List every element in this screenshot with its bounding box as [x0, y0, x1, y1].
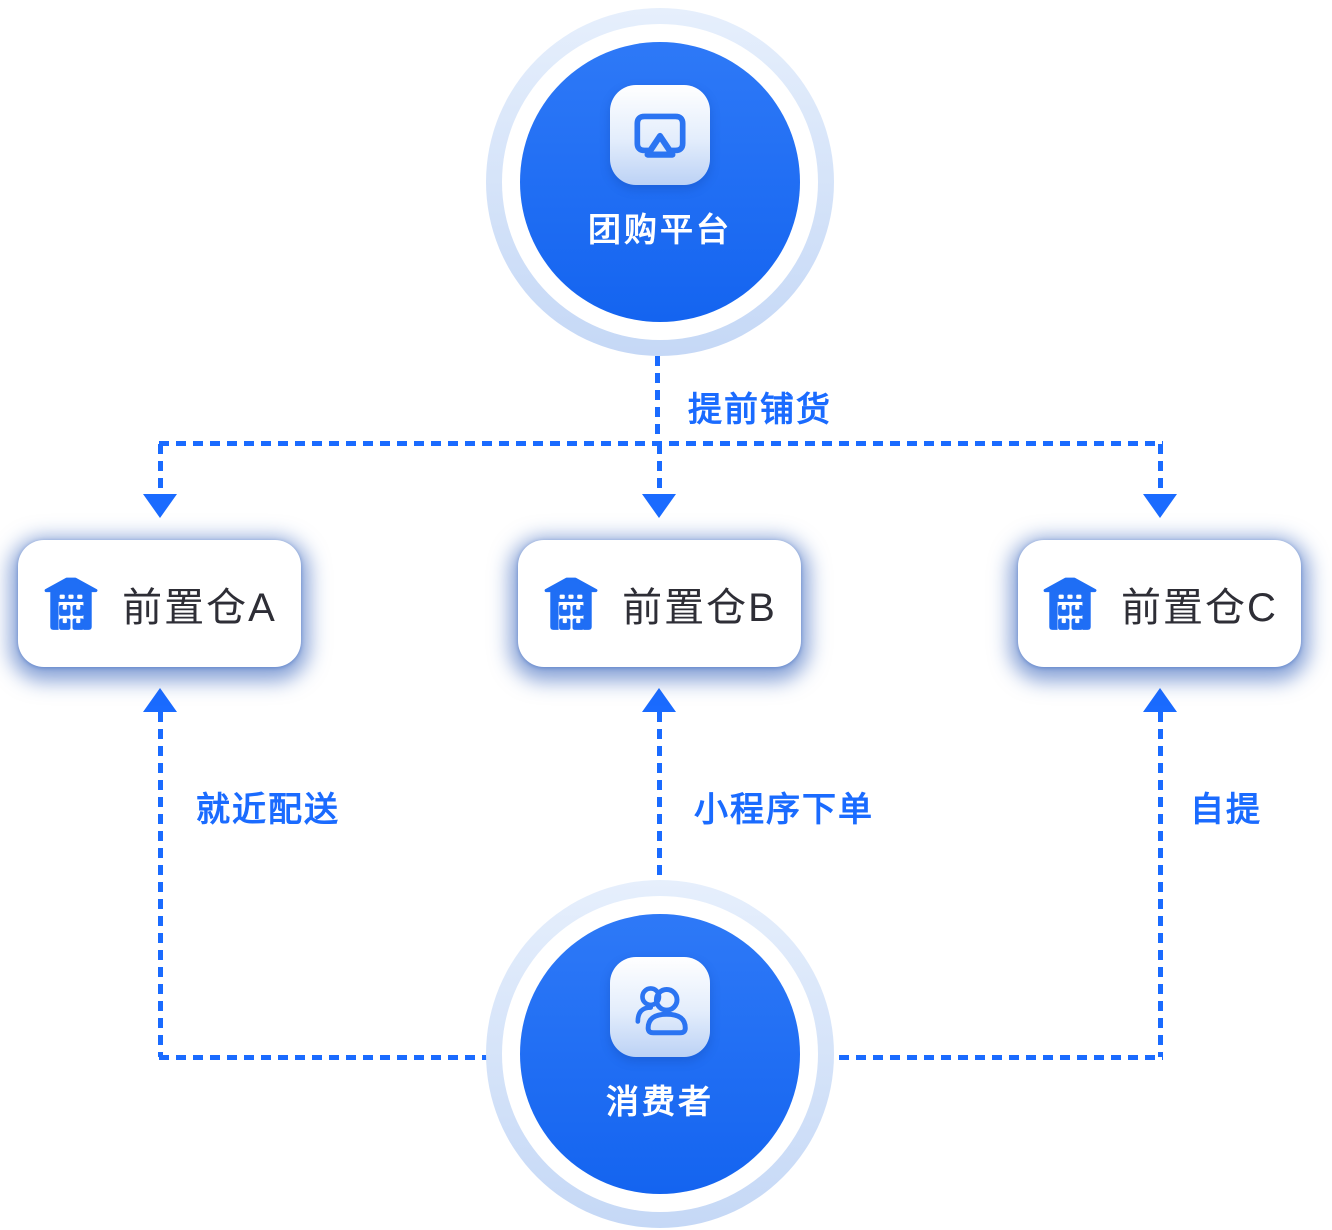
node-consumer: 消费者 [486, 880, 834, 1228]
node-core: 消费者 [520, 914, 800, 1194]
edge-label-delivery: 就近配送 [196, 791, 340, 829]
card-warehouse-b-label: 前置仓B [622, 585, 777, 630]
arrow-down-icon [642, 494, 676, 518]
connector-top-horizontal [159, 441, 1163, 446]
arrow-down-icon [143, 494, 177, 518]
arrow-up-icon [642, 688, 676, 712]
arrow-up-icon [1143, 688, 1177, 712]
connector-platform-down [655, 356, 660, 441]
edge-label-order: 小程序下单 [694, 791, 874, 829]
node-platform: 团购平台 [486, 8, 834, 356]
warehouse-icon [544, 577, 598, 630]
connector-branch-b [657, 444, 662, 494]
screen-cast-icon [610, 85, 710, 185]
connector-branch-c [1158, 444, 1163, 494]
warehouse-icon [44, 577, 98, 630]
node-consumer-label: 消费者 [606, 1083, 714, 1120]
users-icon [610, 957, 710, 1057]
card-warehouse-a: 前置仓A [18, 540, 301, 667]
node-core: 团购平台 [520, 42, 800, 322]
card-warehouse-b: 前置仓B [518, 540, 801, 667]
edge-label-distribute: 提前铺货 [688, 391, 832, 429]
connector-consumer-c [1158, 712, 1163, 1057]
card-warehouse-a-label: 前置仓A [122, 585, 277, 630]
arrow-down-icon [1143, 494, 1177, 518]
card-warehouse-c-label: 前置仓C [1121, 585, 1278, 630]
card-warehouse-c: 前置仓C [1018, 540, 1301, 667]
edge-label-pickup: 自提 [1190, 791, 1262, 829]
connector-consumer-a [158, 712, 163, 1057]
arrow-up-icon [143, 688, 177, 712]
connector-branch-a [158, 444, 163, 494]
node-platform-label: 团购平台 [588, 211, 732, 248]
warehouse-icon [1043, 577, 1097, 630]
connector-consumer-b [657, 712, 662, 884]
